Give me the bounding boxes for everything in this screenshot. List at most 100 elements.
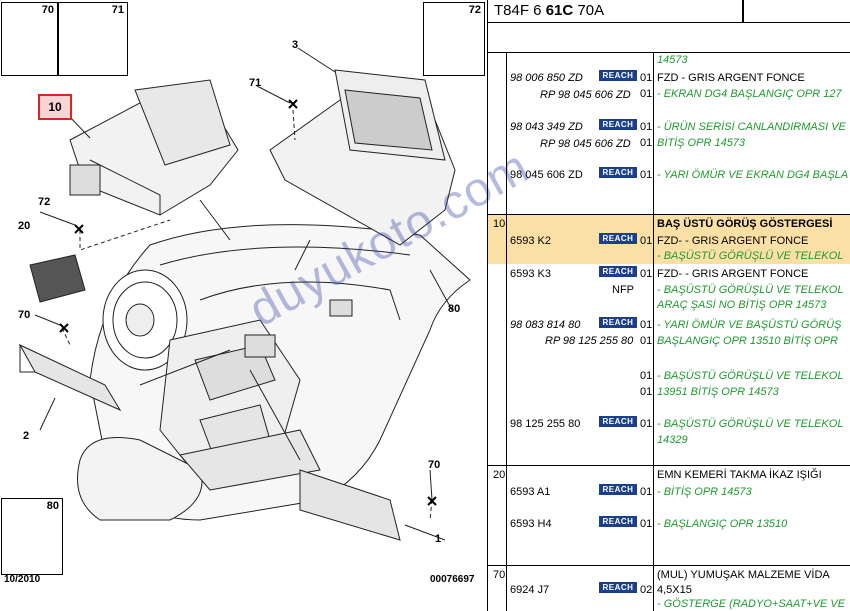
reach-badge: REACH [599, 233, 637, 244]
quantity: 01 [640, 137, 653, 149]
table-subheader [488, 22, 850, 53]
part-number[interactable]: 98 125 255 80 [510, 418, 581, 430]
table-header: T84F 6 61C 70A [488, 0, 850, 23]
code-bold: 61C [545, 2, 574, 19]
callout-80: 80 [448, 303, 461, 315]
group-number-70: 70 [493, 569, 506, 581]
quantity: 01 [640, 235, 653, 247]
highlight-callout-10[interactable]: 10 [38, 94, 72, 120]
group-title: (MUL) YUMUŞAK MALZEME VİDA [657, 569, 830, 581]
highlighted-row-10[interactable] [488, 214, 850, 264]
description: - ÜRÜN SERİSİ CANLANDIRMASI VE [657, 121, 846, 133]
replacement-part[interactable]: RP 98 045 606 ZD [540, 138, 631, 150]
part-number[interactable]: 6924 J7 [510, 584, 550, 596]
reach-badge: REACH [599, 317, 637, 328]
reach-badge: REACH [599, 119, 637, 130]
col-line-2 [653, 52, 654, 611]
callout-70-right: 70 [428, 459, 441, 471]
part-number[interactable]: 98 083 814 80 [510, 319, 581, 331]
description: FZD- - GRIS ARGENT FONCE [657, 268, 809, 280]
quantity: 01 [640, 319, 653, 331]
quantity: 01 [640, 370, 653, 382]
diagram-drawing [14, 35, 471, 571]
quantity: 01 [640, 418, 653, 430]
description: - BAŞLANGIÇ OPR 13510 [657, 518, 788, 530]
row-separator [488, 214, 850, 215]
screw-label-71: 71 [111, 4, 124, 16]
description: BİTİŞ OPR 14573 [657, 137, 746, 149]
callout-20: 20 [18, 220, 31, 232]
group-number-10: 10 [493, 218, 506, 230]
group-number-20: 20 [493, 469, 506, 481]
part-number[interactable]: 6593 K2 [510, 235, 551, 247]
description-note: BAŞLANGIÇ OPR 13510 BİTİŞ OPR [657, 335, 838, 347]
description-note: - BAŞÜSTÜ GÖRÜŞLÜ VE TELEKOL [657, 250, 844, 262]
description: 14573 [657, 54, 688, 66]
exploded-diagram: 70 71 72 80 10 3 71 72 20 70 2 80 70 1 1… [1, 2, 485, 585]
quantity: 01 [640, 169, 653, 181]
screw-box-70: 70 [1, 2, 58, 76]
description: - BİTİŞ OPR 14573 [657, 486, 752, 498]
description: - BAŞÜSTÜ GÖRÜŞLÜ VE TELEKOL [657, 370, 844, 382]
reach-badge: REACH [599, 516, 637, 527]
reach-badge: REACH [599, 70, 637, 81]
quantity: 02 [640, 584, 653, 596]
callout-2: 2 [23, 430, 30, 442]
screw-label-72: 72 [468, 4, 481, 16]
group-title: BAŞ ÜSTÜ GÖRÜŞ GÖSTERGESİ [657, 218, 833, 230]
screw-label-70: 70 [41, 4, 54, 16]
callout-72: 72 [38, 196, 51, 208]
description-note: 14329 [657, 434, 688, 446]
description: FZD- - GRIS ARGENT FONCE [657, 235, 809, 247]
clip-label-80: 80 [46, 500, 59, 512]
catalog-code: T84F 6 61C 70A [494, 2, 604, 19]
part-number[interactable]: 6593 H4 [510, 518, 552, 530]
reach-badge: REACH [599, 266, 637, 277]
description-note: ARAÇ ŞASİ NO BİTİŞ OPR 14573 [657, 299, 827, 311]
diagram-reference: 00076697 [430, 574, 475, 585]
part-number[interactable]: 98 045 606 ZD [510, 169, 583, 181]
part-number[interactable]: 6593 K3 [510, 268, 551, 280]
quantity: 01 [640, 121, 653, 133]
description: - BAŞÜSTÜ GÖRÜŞLÜ VE TELEKOL [657, 418, 844, 430]
quantity: 01 [640, 88, 653, 100]
quantity: 01 [640, 335, 653, 347]
clip-box-80: 80 [1, 498, 63, 575]
part-number[interactable]: 6593 A1 [510, 486, 551, 498]
reach-badge: REACH [599, 167, 637, 178]
description-note: - BAŞÜSTÜ GÖRÜŞLÜ VE TELEKOL [657, 284, 844, 296]
screw-box-71: 71 [58, 2, 128, 76]
reach-badge: REACH [599, 582, 637, 593]
description: 4,5X15 [657, 584, 692, 596]
description-note: - GÖSTERGE (RADYO+SAAT+VE VE [657, 598, 846, 610]
code-prefix: T84F 6 [494, 2, 546, 19]
quantity: 01 [640, 486, 653, 498]
part-number[interactable]: 98 043 349 ZD [510, 121, 583, 133]
parts-table: T84F 6 61C 70A 14573 98 006 850 ZD REACH… [487, 0, 850, 611]
callout-71: 71 [249, 77, 262, 89]
description: - YARI ÖMÜR VE BAŞÜSTÜ GÖRÜŞ [657, 319, 842, 331]
part-number[interactable]: 98 006 850 ZD [510, 72, 583, 84]
callout-70-left: 70 [18, 309, 31, 321]
group-title: EMN KEMERİ TAKMA İKAZ IŞIĞI [657, 469, 822, 481]
reach-badge: REACH [599, 416, 637, 427]
description: - EKRAN DG4 BAŞLANGIÇ OPR 127 [657, 88, 842, 100]
col-line-1 [506, 52, 507, 611]
callout-3: 3 [292, 39, 299, 51]
code-suffix: 70A [573, 2, 605, 19]
header-separator [742, 0, 744, 22]
nfp-label: NFP [612, 284, 634, 296]
callout-1: 1 [435, 533, 442, 545]
quantity: 01 [640, 386, 653, 398]
description: FZD - GRIS ARGENT FONCE [657, 72, 805, 84]
quantity: 01 [640, 268, 653, 280]
diagram-date: 10/2010 [4, 574, 41, 585]
row-separator [488, 465, 850, 466]
screw-box-72: 72 [423, 2, 485, 76]
quantity: 01 [640, 518, 653, 530]
replacement-part[interactable]: RP 98 045 606 ZD [540, 89, 631, 101]
row-separator [488, 565, 850, 566]
quantity: 01 [640, 72, 653, 84]
description-note: 13951 BİTİŞ OPR 14573 [657, 386, 779, 398]
replacement-part[interactable]: RP 98 125 255 80 [545, 335, 634, 347]
